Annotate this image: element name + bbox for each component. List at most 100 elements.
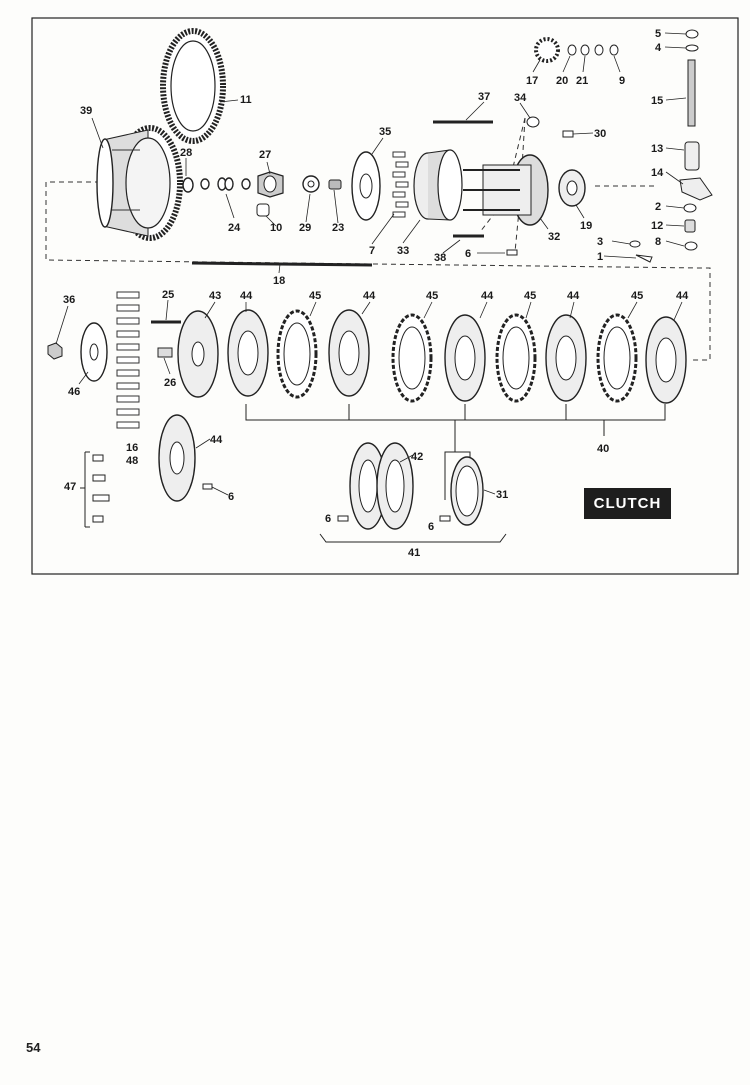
nut-8 bbox=[684, 241, 698, 251]
callout-6: 6 bbox=[428, 521, 434, 533]
cotter-1 bbox=[635, 254, 653, 263]
washer-2 bbox=[683, 203, 697, 213]
callout-44: 44 bbox=[210, 434, 223, 446]
ring-gear-11 bbox=[160, 28, 226, 144]
lever-14 bbox=[679, 177, 713, 201]
callout-38: 38 bbox=[434, 252, 446, 264]
sprocket-17 bbox=[534, 37, 560, 63]
pushrod-18 bbox=[191, 261, 373, 267]
disc-44-4 bbox=[545, 314, 587, 402]
callout-43: 43 bbox=[209, 290, 221, 302]
disc-45-2 bbox=[391, 313, 433, 403]
callout-16: 16 bbox=[126, 442, 138, 454]
small-washers-20-21-9 bbox=[567, 44, 619, 56]
callout-19: 19 bbox=[580, 220, 592, 232]
callout-45: 45 bbox=[309, 290, 321, 302]
callout-21: 21 bbox=[576, 75, 588, 87]
spring-cage-33 bbox=[413, 149, 463, 221]
pressure-plate-43 bbox=[177, 310, 219, 398]
callout-44: 44 bbox=[567, 290, 580, 302]
callout-46: 46 bbox=[68, 386, 80, 398]
callout-15: 15 bbox=[651, 95, 663, 107]
leader-lines bbox=[55, 32, 687, 496]
bracket-40 bbox=[245, 404, 666, 500]
key-23 bbox=[328, 179, 342, 190]
disc-44-1 bbox=[227, 309, 269, 397]
spring-plate-35 bbox=[351, 151, 381, 221]
callout-34: 34 bbox=[514, 92, 527, 104]
callout-6: 6 bbox=[228, 491, 234, 503]
callout-9: 9 bbox=[619, 75, 625, 87]
page-number: 54 bbox=[26, 1040, 41, 1055]
washer-4 bbox=[685, 44, 699, 52]
clutch-springs-7 bbox=[392, 151, 409, 218]
callout-4: 4 bbox=[655, 42, 662, 54]
nut-36 bbox=[47, 342, 63, 360]
screw-6-lower-left bbox=[202, 483, 213, 490]
callout-44: 44 bbox=[481, 290, 494, 302]
lock-washer-29 bbox=[302, 175, 320, 193]
callout-27: 27 bbox=[259, 149, 271, 161]
callout-41: 41 bbox=[408, 547, 420, 559]
disc-31 bbox=[450, 456, 484, 526]
lock-nut-30 bbox=[562, 130, 574, 138]
plate-46 bbox=[80, 322, 108, 382]
clutch-hub-32 bbox=[463, 154, 549, 226]
callout-31: 31 bbox=[496, 489, 508, 501]
pin-3 bbox=[629, 240, 641, 248]
callout-11: 11 bbox=[240, 94, 252, 106]
screws-6-lower bbox=[337, 515, 451, 522]
disc-44-5 bbox=[645, 316, 687, 404]
callout-28: 28 bbox=[180, 147, 192, 159]
callout-2: 2 bbox=[655, 201, 661, 213]
callout-44: 44 bbox=[676, 290, 689, 302]
callout-30: 30 bbox=[594, 128, 606, 140]
callout-3: 3 bbox=[597, 236, 603, 248]
callout-12: 12 bbox=[651, 220, 663, 232]
callout-6: 6 bbox=[325, 513, 331, 525]
callout-25: 25 bbox=[162, 289, 174, 301]
callout-45: 45 bbox=[631, 290, 643, 302]
shaft-15 bbox=[687, 59, 696, 127]
diagram-title-label: CLUTCH bbox=[584, 488, 671, 519]
callout-42: 42 bbox=[411, 451, 423, 463]
callout-37: 37 bbox=[478, 91, 490, 103]
callout-48: 48 bbox=[126, 455, 138, 467]
clutch-shell-39 bbox=[96, 125, 183, 241]
callout-32: 32 bbox=[548, 231, 560, 243]
callout-40: 40 bbox=[597, 443, 609, 455]
callout-39: 39 bbox=[80, 105, 92, 117]
callout-13: 13 bbox=[651, 143, 663, 155]
callout-14: 14 bbox=[651, 167, 664, 179]
callout-6: 6 bbox=[465, 248, 471, 260]
disc-pair-42 bbox=[349, 442, 414, 530]
disc-45-1 bbox=[276, 309, 318, 399]
callout-labels: 1 2 3 4 5 6 6 6 6 7 8 9 10 11 12 13 14 1… bbox=[63, 28, 689, 559]
diagram-frame bbox=[31, 17, 739, 575]
springs-16 bbox=[116, 291, 140, 429]
callout-20: 20 bbox=[556, 75, 568, 87]
callout-36: 36 bbox=[63, 294, 75, 306]
callout-33: 33 bbox=[397, 245, 409, 257]
callout-17: 17 bbox=[526, 75, 538, 87]
washers-28-24 bbox=[182, 177, 251, 193]
callout-23: 23 bbox=[332, 222, 344, 234]
callout-24: 24 bbox=[228, 222, 241, 234]
release-bearing-19 bbox=[558, 169, 586, 207]
callout-7: 7 bbox=[369, 245, 375, 257]
callout-35: 35 bbox=[379, 126, 391, 138]
disc-45-4 bbox=[596, 313, 638, 403]
nut-5 bbox=[685, 29, 699, 39]
bushing-12 bbox=[684, 219, 696, 233]
bushing-13 bbox=[684, 141, 700, 171]
bolt-26 bbox=[157, 347, 173, 358]
callout-18: 18 bbox=[273, 275, 285, 287]
callout-29: 29 bbox=[299, 222, 311, 234]
disc-44-2 bbox=[328, 309, 370, 397]
hub-nut-27 bbox=[257, 171, 284, 198]
callout-44: 44 bbox=[363, 290, 376, 302]
callout-8: 8 bbox=[655, 236, 661, 248]
disc-44-lower bbox=[158, 414, 196, 502]
